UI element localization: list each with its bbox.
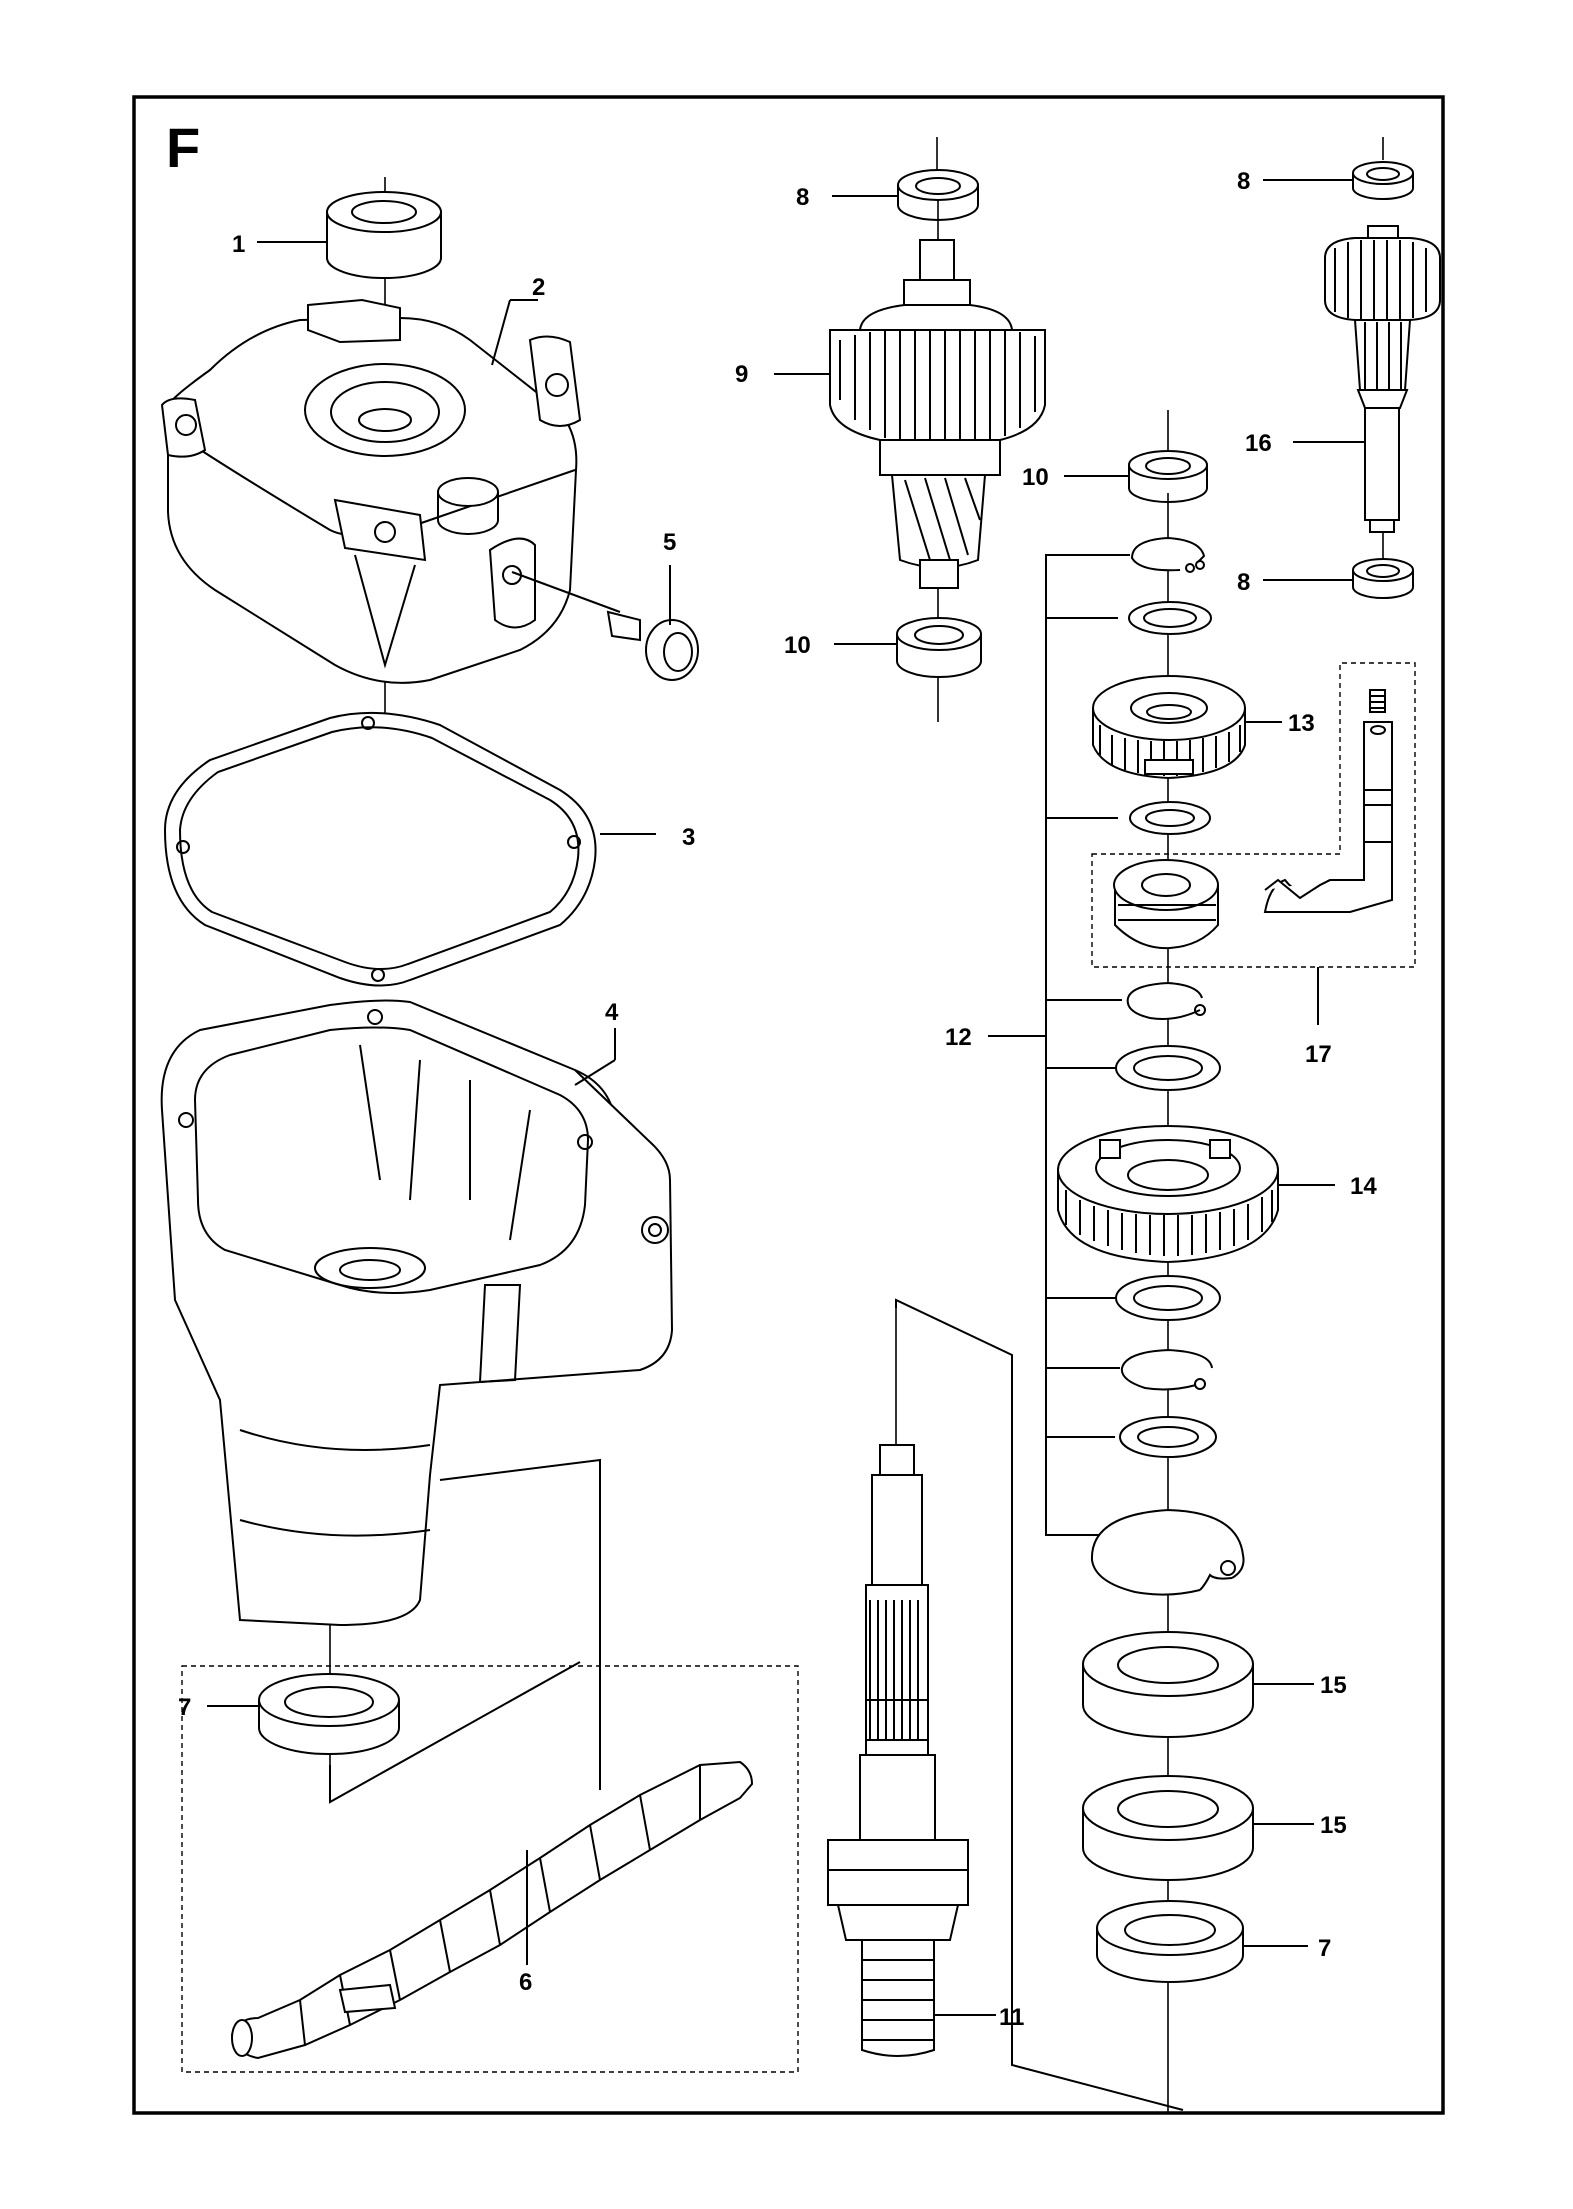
housing-icon: [160, 999, 674, 1627]
callout-13: 13: [1288, 710, 1315, 737]
selector-fork-icon: [1113, 689, 1393, 950]
section-letter: F: [166, 116, 200, 179]
gear-icon: [1324, 225, 1441, 533]
connector-seal: [329, 1661, 581, 1804]
washer-icon: [1128, 601, 1212, 635]
callout-4: 4: [605, 999, 619, 1026]
crankshaft-dashed-box: [181, 1665, 799, 2073]
callout-5: 5: [663, 529, 676, 556]
callout-8-center: 8: [796, 184, 809, 211]
diagram-frame: [132, 95, 1445, 2115]
callout-12: 12: [945, 1024, 972, 1051]
seal-icon: [258, 1673, 400, 1755]
gasket-icon: [163, 711, 597, 987]
washer-icon: [1115, 1045, 1221, 1091]
callout-8-lower-right: 8: [1237, 569, 1250, 596]
leader-2-b: [491, 299, 511, 366]
retaining-ring-icon: [1126, 981, 1206, 1020]
callout-6: 6: [519, 1969, 532, 1996]
callout-17: 17: [1305, 1041, 1332, 1068]
callout-15-lower: 15: [1320, 1812, 1347, 1839]
spindle-icon: [827, 1444, 969, 2057]
connector-spindle: [895, 1298, 1184, 2111]
bearing-icon: [896, 617, 982, 678]
callout-10-upper: 10: [1022, 464, 1049, 491]
shaft-icon: [230, 1760, 754, 2060]
callout-11: 11: [999, 2004, 1024, 2031]
callout-8-top-right: 8: [1237, 168, 1250, 195]
washer-icon: [1129, 801, 1211, 835]
callout-10-lower: 10: [784, 632, 811, 659]
bearing-icon: [1082, 1631, 1254, 1738]
callout-3: 3: [682, 824, 695, 851]
callout-7-right: 7: [1318, 1935, 1331, 1962]
retaining-ring-icon: [1130, 536, 1206, 573]
gear-icon: [829, 239, 1046, 589]
connector-housing: [439, 1458, 601, 1790]
callout-1: 1: [232, 231, 245, 258]
plug-icon: [511, 571, 699, 681]
callout-7-left: 7: [178, 1694, 191, 1721]
retaining-ring-icon: [1120, 1348, 1213, 1391]
selector-dashed-box: [1091, 662, 1416, 968]
callout-9: 9: [735, 361, 748, 388]
washer-icon: [1115, 1275, 1221, 1321]
leader-4-b: [574, 1059, 616, 1086]
bearing-icon: [1352, 161, 1414, 200]
bearing-icon: [326, 191, 442, 279]
callout-14: 14: [1350, 1173, 1377, 1200]
callout-16: 16: [1245, 430, 1272, 457]
bearing-icon: [1128, 450, 1208, 503]
callout-15-upper: 15: [1320, 1672, 1347, 1699]
seal-icon: [1096, 1900, 1244, 1983]
callout-2: 2: [532, 274, 545, 301]
gear-icon: [1092, 675, 1246, 780]
bracket-12: [1045, 554, 1130, 1536]
housing-cover-icon: [160, 298, 582, 684]
bearing-icon: [1352, 558, 1414, 599]
washer-icon: [1119, 1416, 1217, 1458]
retaining-ring-icon: [1090, 1508, 1245, 1596]
gear-icon: [1057, 1125, 1279, 1264]
bearing-icon: [1082, 1775, 1254, 1881]
